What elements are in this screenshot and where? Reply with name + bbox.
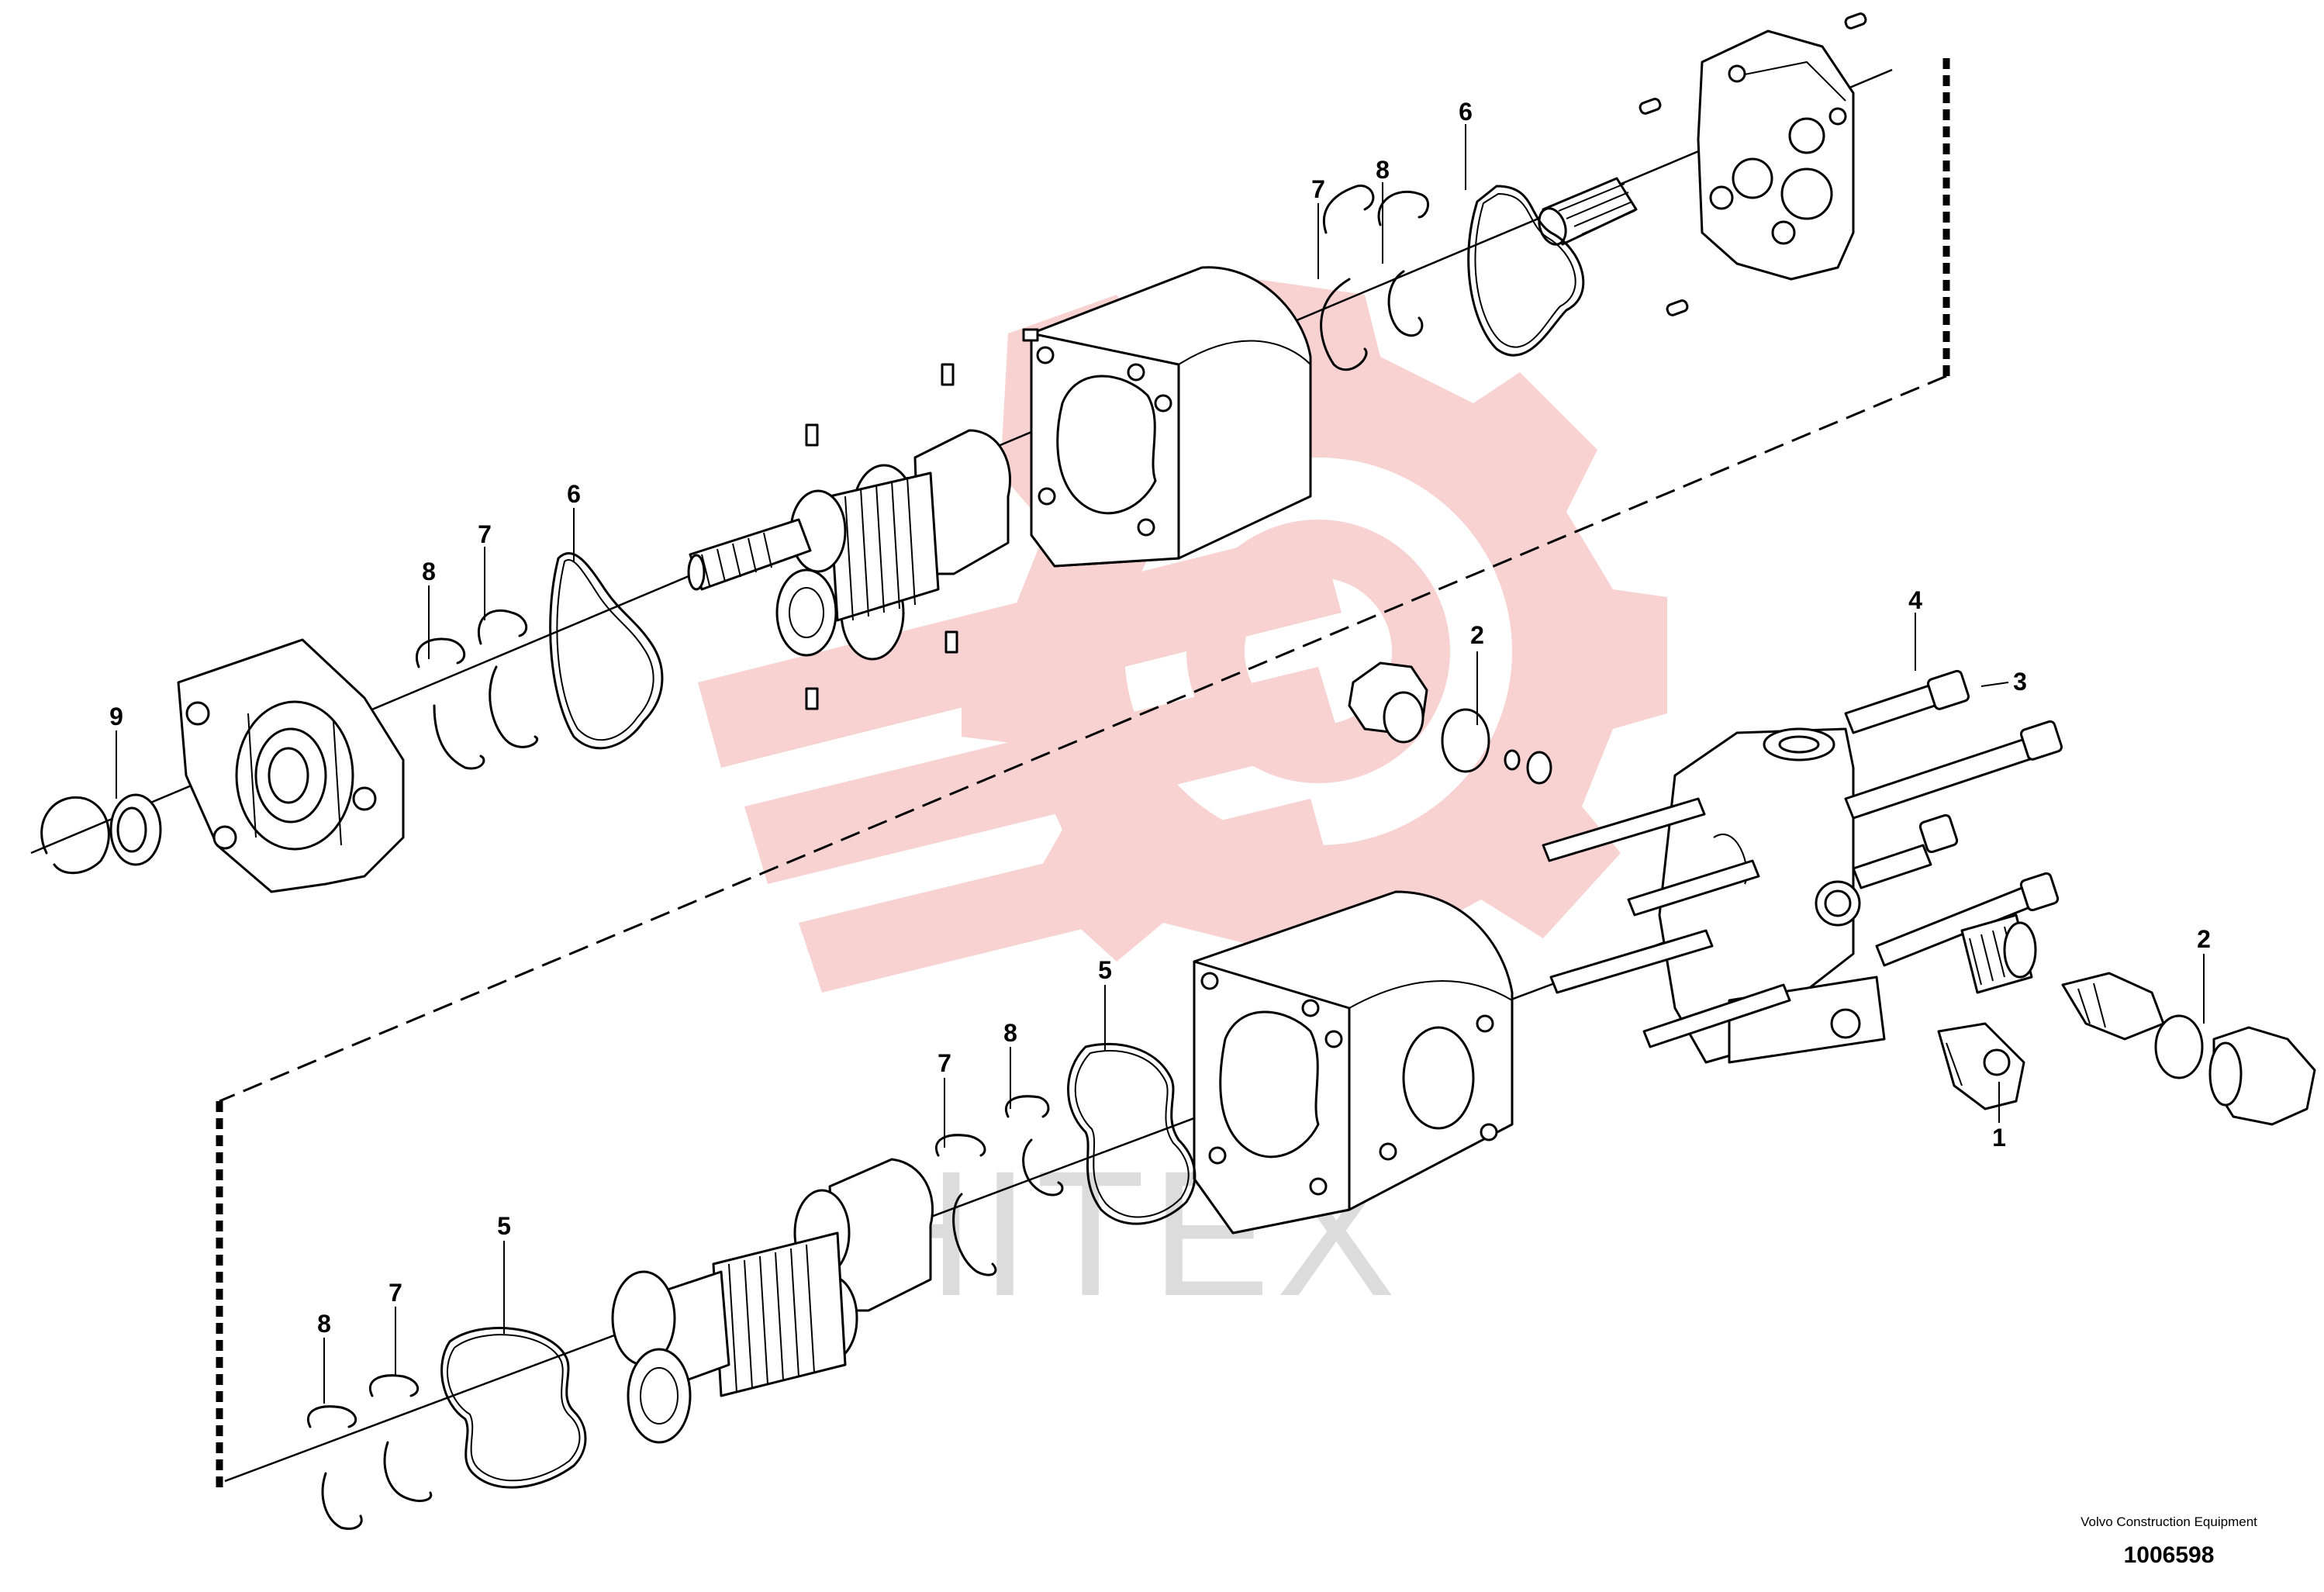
coupling-sleeve xyxy=(1538,177,1638,246)
plug-right xyxy=(2208,1026,2316,1126)
seal-ring-8-lower-right xyxy=(1005,1095,1064,1197)
footer: Volvo Construction Equipment 1006598 xyxy=(2068,1513,2270,1569)
check-valve-1 xyxy=(1937,1022,2025,1110)
circlip xyxy=(40,796,110,875)
tie-bolts xyxy=(1542,669,2063,1048)
seal-ring-8-upper-left xyxy=(415,637,485,770)
gear-pair-upper xyxy=(687,363,1012,710)
backup-ring-7-upper-left xyxy=(477,609,538,748)
backup-ring-7-lower-left xyxy=(369,1374,433,1502)
pump-body-lower xyxy=(1193,890,1514,1235)
leader-lines xyxy=(116,124,2205,1404)
shaft-seal-9 xyxy=(109,793,162,866)
callout-1: 1 xyxy=(1992,1124,2006,1152)
callout-6-upper: 6 xyxy=(1459,98,1473,126)
pump-body-upper xyxy=(1022,266,1312,568)
dashed-connector xyxy=(216,58,1950,1489)
callout-2-right: 2 xyxy=(2197,925,2211,953)
drawing-number: 1006598 xyxy=(2123,1542,2215,1568)
callout-4: 4 xyxy=(1908,586,1922,614)
o-ring-small xyxy=(1504,749,1521,771)
company-name: Volvo Construction Equipment xyxy=(2081,1514,2257,1529)
o-ring-2-upper xyxy=(1441,708,1490,773)
seal-ring-8-lower-left xyxy=(307,1405,363,1530)
callout-6-lower: 6 xyxy=(567,480,581,508)
gear-pair-lower xyxy=(611,1158,934,1444)
o-ring-2-right xyxy=(2154,1014,2204,1079)
seal-ring-5-lower-left xyxy=(440,1327,587,1489)
plug-upper xyxy=(1348,661,1428,744)
front-flange xyxy=(177,638,405,893)
seal-ring-6-upper-left xyxy=(549,552,664,750)
callout-labels: 1 2 2 3 4 5 5 6 6 7 7 7 8 8 8 9 7 8 xyxy=(109,98,2211,1338)
callout-8-upper: 8 xyxy=(1376,156,1390,184)
o-ring-small-2 xyxy=(1526,751,1552,785)
lower-axis xyxy=(224,890,1800,1483)
backup-ring-7-upper-right xyxy=(1320,185,1375,371)
callout-8-lower-left: 8 xyxy=(317,1310,331,1338)
callout-5-left: 5 xyxy=(497,1212,511,1240)
callout-8-mid: 8 xyxy=(422,558,436,585)
seal-ring-5-lower-right xyxy=(1067,1042,1197,1225)
backup-ring-7-lower-right xyxy=(935,1134,997,1276)
callout-7-lower: 7 xyxy=(938,1049,951,1077)
callout-7-mid: 7 xyxy=(478,520,492,548)
end-cover xyxy=(1697,29,1855,281)
dowel-pins-top xyxy=(1639,12,1867,316)
callout-8-lower: 8 xyxy=(1003,1019,1017,1047)
callout-5-right: 5 xyxy=(1098,956,1112,984)
callout-7-lower-left: 7 xyxy=(388,1279,402,1307)
callout-9: 9 xyxy=(109,703,123,730)
callout-3: 3 xyxy=(2013,668,2027,696)
seal-ring-6-upper xyxy=(1467,185,1585,357)
callout-7-upper: 7 xyxy=(1311,175,1325,203)
relief-valve-spool xyxy=(2061,972,2165,1041)
callout-2-upper: 2 xyxy=(1470,621,1484,649)
relief-valve-spring xyxy=(1960,913,2037,994)
seal-ring-8-upper-right xyxy=(1377,190,1429,337)
